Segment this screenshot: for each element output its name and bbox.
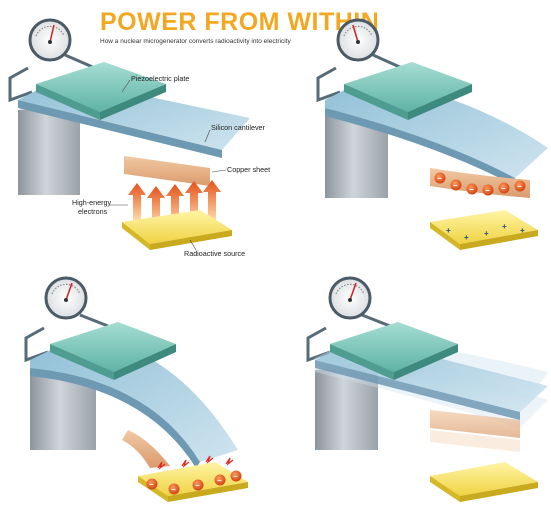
piezoelectric-plate [50, 322, 176, 372]
panel-1: Piezoelectric plate Silicon cantilever C… [8, 18, 270, 258]
meter-gauge [8, 18, 96, 103]
radioactive-source [430, 210, 538, 244]
label-high-energy: High-energy [72, 198, 112, 207]
svg-text:+: + [520, 226, 525, 235]
svg-text:−: − [149, 480, 154, 489]
svg-text:−: − [171, 485, 176, 494]
panel-3: − − − − − [24, 276, 248, 502]
diagram-subtitle: How a nuclear microgenerator converts ra… [100, 38, 291, 45]
gauge-needle [349, 282, 357, 301]
negative-charges: − − − − − − [434, 172, 526, 196]
base-pillar [30, 370, 96, 450]
svg-text:−: − [469, 185, 474, 194]
base-pillar [325, 110, 388, 198]
piezoelectric-plate [344, 62, 472, 112]
copper-sheet [430, 410, 520, 438]
copper-sheet [122, 430, 170, 468]
gauge-needle [65, 282, 73, 301]
svg-text:+: + [484, 229, 489, 238]
gauge-needle [352, 24, 359, 43]
silicon-cantilever [30, 338, 238, 462]
discharge-sparks [157, 455, 234, 470]
gauge-needle [49, 24, 55, 43]
piezoelectric-plate [330, 322, 458, 372]
svg-text:−: − [233, 472, 238, 481]
svg-text:+: + [446, 226, 451, 235]
panel-2: − − − − − − + + + + + [316, 18, 548, 250]
svg-text:−: − [195, 481, 200, 490]
base-pillar [315, 370, 378, 450]
meter-gauge [24, 276, 109, 363]
svg-text:−: − [517, 182, 522, 191]
svg-text:+: + [502, 222, 507, 231]
positive-charges: + + + + + [446, 222, 525, 242]
label-electrons: electrons [78, 207, 108, 216]
label-copper-sheet: Copper sheet [227, 165, 270, 174]
electron-arrows [128, 180, 221, 225]
meter-gauge [306, 276, 391, 363]
negative-charges: − − − − − [146, 470, 242, 495]
label-silicon-cantilever: Silicon cantilever [211, 123, 266, 132]
label-radioactive-source: Radioactive source [184, 249, 245, 258]
svg-text:−: − [453, 181, 458, 190]
radioactive-source [430, 462, 538, 496]
panel-4 [306, 276, 548, 502]
meter-gauge [316, 18, 403, 103]
label-piezoelectric-plate: Piezoelectric plate [131, 74, 189, 83]
radioactive-source [122, 210, 232, 244]
svg-text:−: − [485, 186, 490, 195]
piezoelectric-plate [36, 62, 166, 112]
diagram-title: POWER FROM WITHIN [100, 8, 380, 36]
svg-text:−: − [437, 174, 442, 183]
base-pillar [18, 110, 80, 195]
copper-sheet [124, 156, 210, 186]
svg-text:−: − [217, 476, 222, 485]
svg-text:−: − [501, 184, 506, 193]
radioactive-source [138, 462, 248, 496]
svg-text:+: + [464, 233, 469, 242]
